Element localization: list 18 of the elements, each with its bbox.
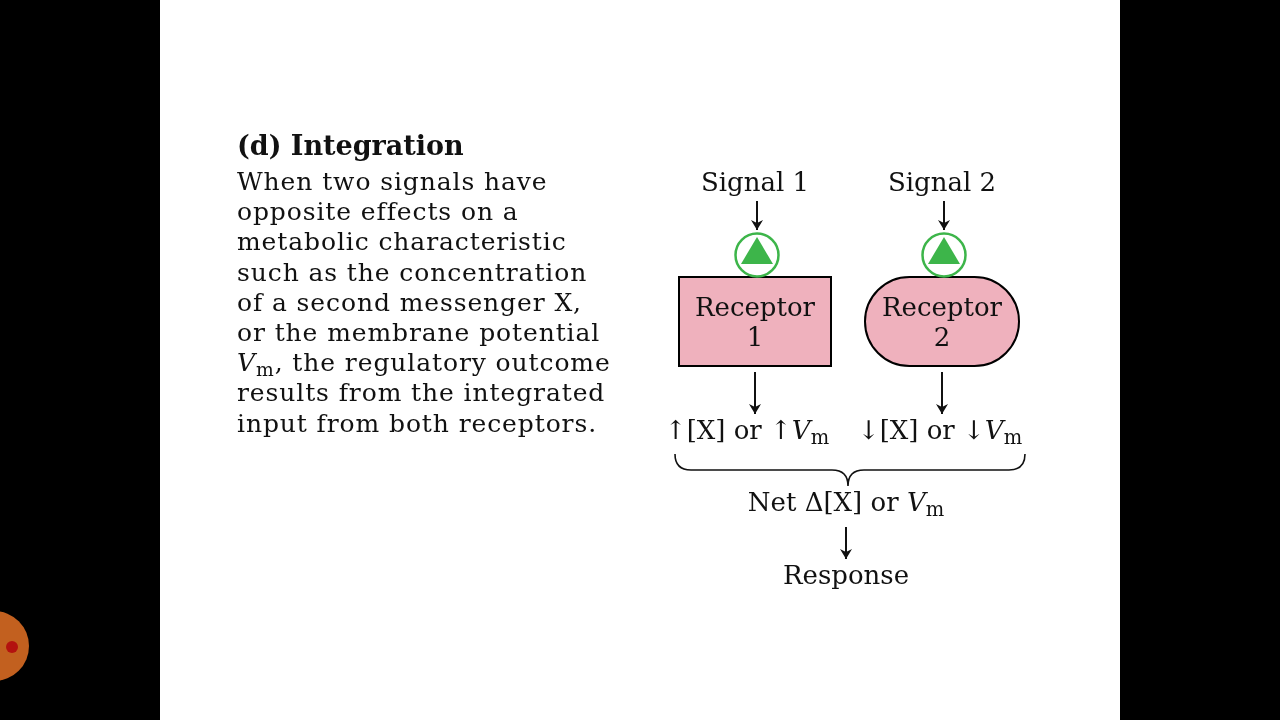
arrow	[936, 371, 948, 415]
triangle-in-circle-icon	[921, 232, 967, 278]
arrow	[938, 200, 950, 231]
signal-label: Signal 1	[700, 168, 810, 196]
response-label: Response	[782, 561, 910, 589]
effect-label: ↑[X] or ↑V$_{m}$	[664, 416, 830, 444]
receptor-label: Receptor 2	[880, 291, 1004, 352]
receptor-box	[678, 276, 832, 367]
receptor-label: Receptor 1	[693, 291, 817, 352]
arrow	[749, 371, 761, 415]
arrow	[751, 200, 763, 231]
arrow	[840, 526, 852, 560]
net-change-label: Net Δ[X] or V$_{m}$	[747, 488, 945, 516]
triangle-in-circle-icon	[734, 232, 780, 278]
signal-label: Signal 2	[887, 168, 997, 196]
effect-label: ↓[X] or ↓V$_{m}$	[857, 416, 1023, 444]
heading: (d) Integration	[237, 129, 464, 163]
description-text: When two signals have opposite effects on a metabolic characteristic such as the concentration of a second messenger X, or the membrane potential V$_{m}$, the regulatory outcome results from the integrated input from both receptors.	[237, 167, 611, 439]
